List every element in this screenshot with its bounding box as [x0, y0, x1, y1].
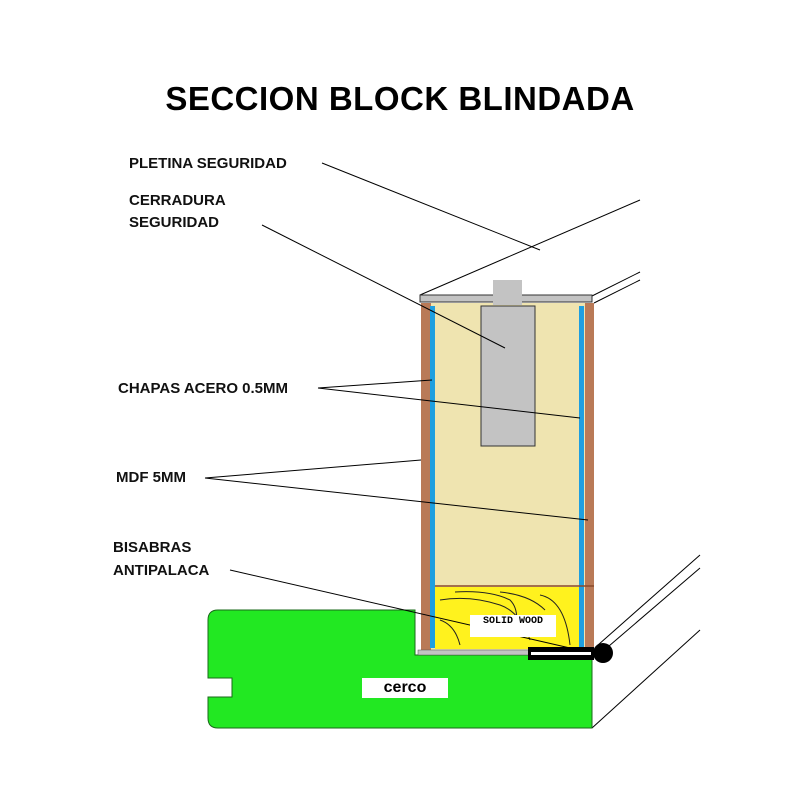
label-bisagras-1: BISABRAS	[113, 539, 192, 556]
label-cerradura-2: SEGURIDAD	[129, 214, 220, 231]
label-cerradura-1: CERRADURA	[129, 192, 226, 209]
label-solid-wood: SOLID WOOD	[470, 615, 556, 637]
label-bisagras-2: ANTIPALACA	[113, 562, 210, 579]
label-pletina: PLETINA SEGURIDAD	[129, 155, 287, 172]
label-cerco: cerco	[362, 678, 448, 698]
frame-cerco	[207, 609, 593, 729]
lock-bolt	[493, 280, 522, 305]
hinge	[528, 643, 613, 663]
perspective-lines	[419, 199, 701, 729]
label-mdf: MDF 5MM	[116, 469, 186, 486]
mdf-right	[585, 303, 594, 650]
label-chapas: CHAPAS ACERO 0.5MM	[118, 380, 289, 397]
mdf-left	[421, 303, 431, 650]
steel-sheet-right	[579, 306, 584, 648]
page-title: SECCION BLOCK BLINDADA	[165, 80, 635, 117]
bottom-plate	[417, 649, 531, 656]
lock-body	[480, 305, 536, 447]
steel-sheet-left	[430, 306, 435, 648]
